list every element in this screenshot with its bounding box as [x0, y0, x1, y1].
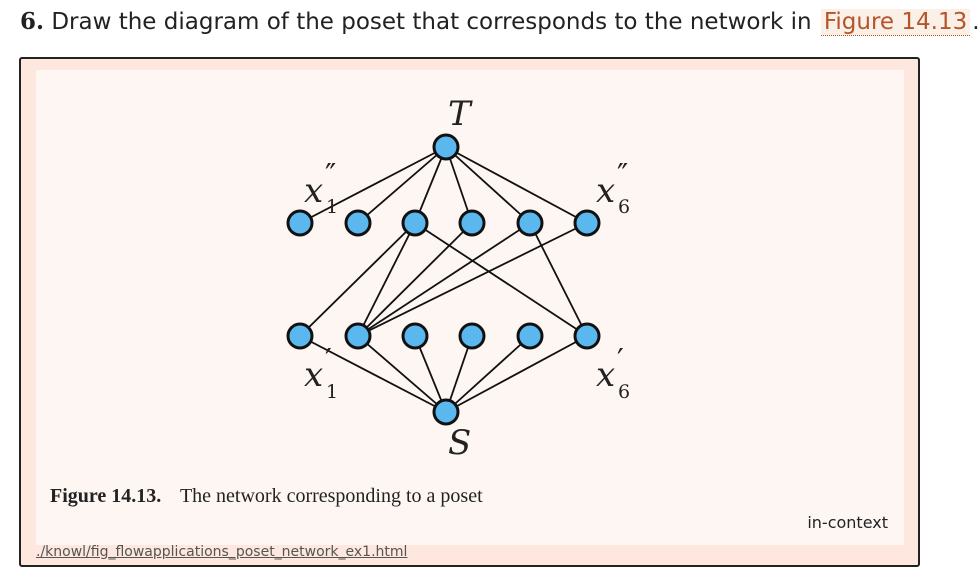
poset-network-diagram: T S x ″ 1 x ″ 6 x ′ 1 x ′ 6 [286, 94, 630, 463]
exercise-text: Draw the diagram of the poset that corre… [51, 9, 812, 35]
node-x5pp [516, 209, 544, 237]
svg-text:″: ″ [325, 158, 336, 193]
svg-text:x: x [596, 171, 615, 211]
node-x3pp [401, 209, 429, 237]
edge-x2p-x6pp [357, 222, 588, 337]
svg-text:1: 1 [326, 196, 338, 218]
figure-caption: Figure 14.13. The network corresponding … [50, 485, 483, 508]
figure-knowl: T S x ″ 1 x ″ 6 x ′ 1 x ′ 6 [19, 57, 920, 567]
svg-text:″: ″ [617, 158, 628, 193]
network-edges [299, 146, 588, 413]
edge-S-x1p [299, 335, 447, 413]
edge-T-x2pp [357, 146, 447, 224]
label-S: S [448, 423, 471, 463]
figure-caption-text: The network corresponding to a poset [179, 485, 483, 507]
svg-text:1: 1 [326, 381, 338, 403]
knowl-source-path[interactable]: ./knowl/fig_flowapplications_poset_netwo… [36, 544, 408, 560]
edge-x2p-x4pp [357, 222, 473, 337]
edge-S-x3p [414, 335, 447, 413]
edge-S-x2p [357, 335, 447, 413]
label-x6-double-prime: x ″ 6 [596, 158, 630, 218]
node-x1pp [286, 209, 314, 237]
edge-x6p-x3pp [414, 222, 588, 337]
node-x5p [516, 322, 544, 350]
node-x6pp [573, 209, 601, 237]
edge-x6p-x5pp [529, 222, 588, 337]
svg-text:x: x [304, 171, 323, 211]
node-x4p [458, 322, 486, 350]
network-nodes [286, 133, 601, 426]
exercise-number: 6. [20, 8, 45, 35]
node-S [432, 398, 460, 426]
label-x6-prime: x ′ 6 [596, 343, 630, 403]
label-x1-prime: x ′ 1 [304, 343, 338, 403]
edge-x2p-x5pp [357, 222, 531, 337]
svg-text:x: x [304, 355, 323, 395]
svg-text:′: ′ [617, 343, 624, 378]
edge-S-x6p [445, 335, 588, 413]
in-context-link[interactable]: in-context [807, 513, 888, 532]
node-T [432, 133, 460, 161]
svg-text:6: 6 [618, 381, 630, 403]
figure-caption-label: Figure 14.13. [50, 485, 162, 507]
figure-link[interactable]: Figure 14.13 [820, 9, 971, 36]
edge-x2p-x3pp [357, 222, 416, 337]
node-x1p [286, 322, 314, 350]
edge-T-x3pp [414, 146, 447, 224]
svg-text:′: ′ [325, 343, 332, 378]
node-x2p [344, 322, 372, 350]
node-x3p [401, 322, 429, 350]
edge-T-x1pp [299, 146, 447, 224]
node-x6p [573, 322, 601, 350]
exercise-text-end: . [972, 9, 980, 35]
exercise-statement: 6. Draw the diagram of the poset that co… [20, 8, 980, 36]
svg-text:x: x [596, 355, 615, 395]
label-T: T [448, 94, 473, 134]
edge-T-x6pp [445, 146, 588, 224]
node-x4pp [458, 209, 486, 237]
label-x1-double-prime: x ″ 1 [304, 158, 338, 218]
node-x2pp [344, 209, 372, 237]
edge-x1p-x3pp [299, 222, 416, 337]
figure-knowl-content: T S x ″ 1 x ″ 6 x ′ 1 x ′ 6 [36, 70, 904, 545]
edge-T-x5pp [445, 146, 531, 224]
edge-S-x5p [445, 335, 531, 413]
svg-text:6: 6 [618, 196, 630, 218]
